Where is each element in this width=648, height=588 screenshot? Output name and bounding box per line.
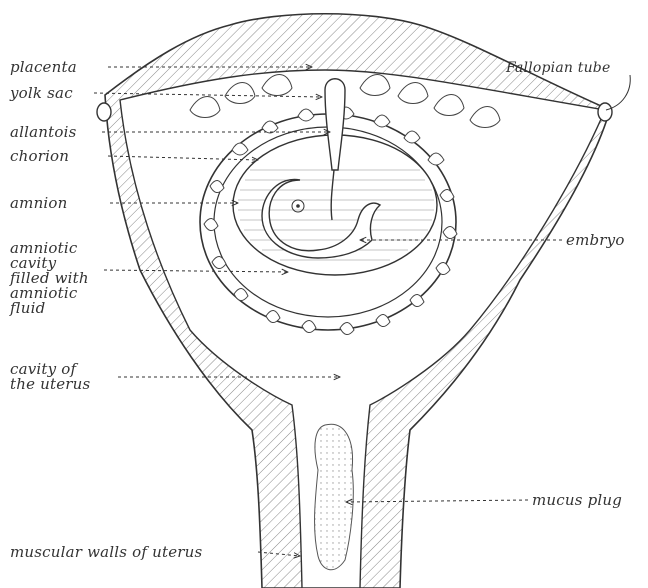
label-amniotic-cavity: amniotic cavity filled with amniotic flu…	[10, 241, 89, 316]
left-tube-opening	[97, 103, 111, 121]
label-chorion: chorion	[10, 149, 69, 164]
right-tube-opening	[598, 103, 612, 121]
label-placenta: placenta	[10, 60, 77, 75]
label-yolk-sac: yolk sac	[10, 86, 73, 101]
label-embryo: embryo	[566, 233, 625, 248]
label-amnion: amnion	[10, 196, 68, 211]
mucus-plug	[315, 424, 354, 570]
label-mucus-plug: mucus plug	[532, 493, 622, 508]
label-cavity-of-uterus: cavity of the uterus	[10, 362, 90, 392]
label-muscular-walls: muscular walls of uterus	[10, 545, 202, 560]
label-fallopian-tube: Fallopian tube	[506, 61, 610, 76]
label-allantois: allantois	[10, 125, 77, 140]
